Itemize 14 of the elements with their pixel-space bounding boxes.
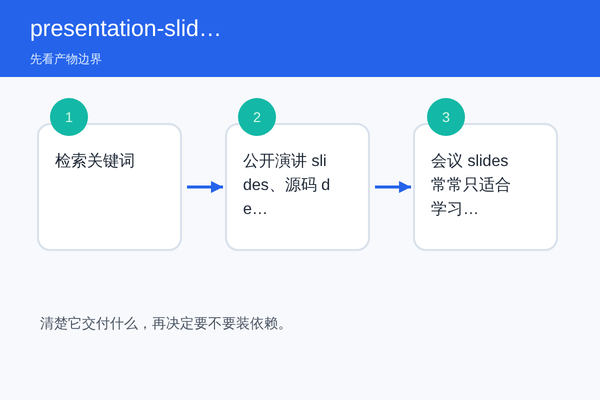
title: presentation-slid… bbox=[30, 14, 222, 43]
number-badge: 3 bbox=[427, 98, 465, 136]
subtitle: 先看产物边界 bbox=[30, 51, 102, 67]
number-badge: 2 bbox=[238, 98, 276, 136]
arrow bbox=[375, 181, 411, 193]
step-text: 检索关键词 bbox=[55, 152, 135, 172]
note-text: 清楚它交付什么，再决定要不要装依赖。 bbox=[40, 314, 292, 333]
number-badge: 1 bbox=[50, 98, 88, 136]
step-card bbox=[225, 123, 370, 251]
arrow bbox=[187, 181, 223, 193]
step-text: 公开演讲 slides、源码 de… bbox=[243, 152, 332, 220]
step-card bbox=[37, 123, 182, 251]
step-card bbox=[413, 123, 558, 251]
step-text: 会议 slides 常常只适合学习… bbox=[431, 152, 512, 220]
